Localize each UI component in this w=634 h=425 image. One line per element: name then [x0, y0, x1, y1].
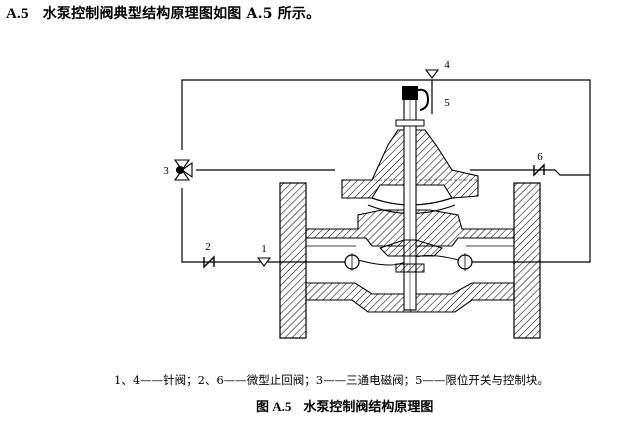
valve-stem — [379, 95, 443, 311]
needle-valve-1 — [256, 257, 272, 267]
figure-caption: 图 A.5 水泵控制阀结构原理图 — [256, 396, 433, 415]
section-heading: A.5 水泵控制阀典型结构原理图如图 A.5 所示。 — [6, 3, 320, 23]
three-way-solenoid-valve-3 — [173, 159, 193, 181]
micro-check-valve-6 — [533, 163, 545, 177]
outlet-flange — [513, 182, 541, 339]
figure-legend: 1、4——针阀；2、6——微型止回阀；3——三通电磁阀；5——限位开关与控制块。 — [114, 373, 549, 387]
figure-title: 水泵控制阀结构原理图 — [303, 400, 434, 415]
section-number: A.5 — [6, 6, 29, 22]
callout-2: 2 — [205, 241, 211, 253]
inlet-flange — [279, 182, 307, 339]
callout-6: 6 — [537, 151, 543, 163]
callout-1: 1 — [261, 243, 267, 255]
limit-switch-block — [402, 86, 433, 114]
callout-5: 5 — [444, 97, 450, 109]
section-text: 水泵控制阀典型结构原理图如图 A.5 所示。 — [42, 6, 321, 22]
callout-4: 4 — [444, 59, 450, 71]
needle-valve-4 — [424, 69, 440, 79]
figure-number: 图 A.5 — [256, 399, 292, 414]
micro-check-valve-2 — [203, 255, 215, 269]
callout-3: 3 — [163, 165, 169, 177]
